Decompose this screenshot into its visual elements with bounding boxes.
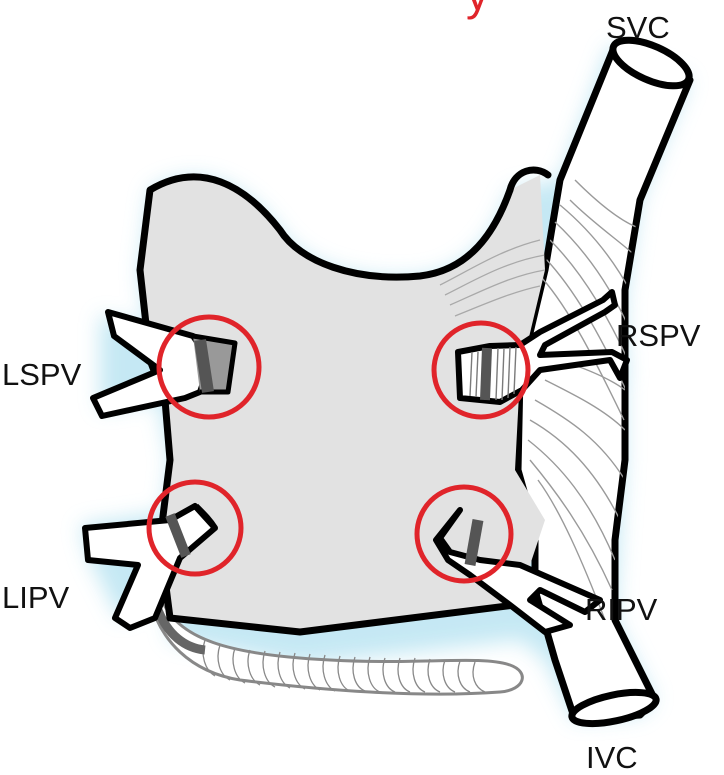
label-rspv: RSPV (616, 318, 701, 353)
label-ripv: RIPV (585, 592, 658, 627)
label-lspv: LSPV (2, 357, 82, 392)
label-svc: SVC (606, 10, 670, 45)
label-ivc: IVC (586, 740, 638, 775)
label-lipv: LIPV (2, 580, 70, 615)
title-fragment: y (466, 0, 489, 20)
